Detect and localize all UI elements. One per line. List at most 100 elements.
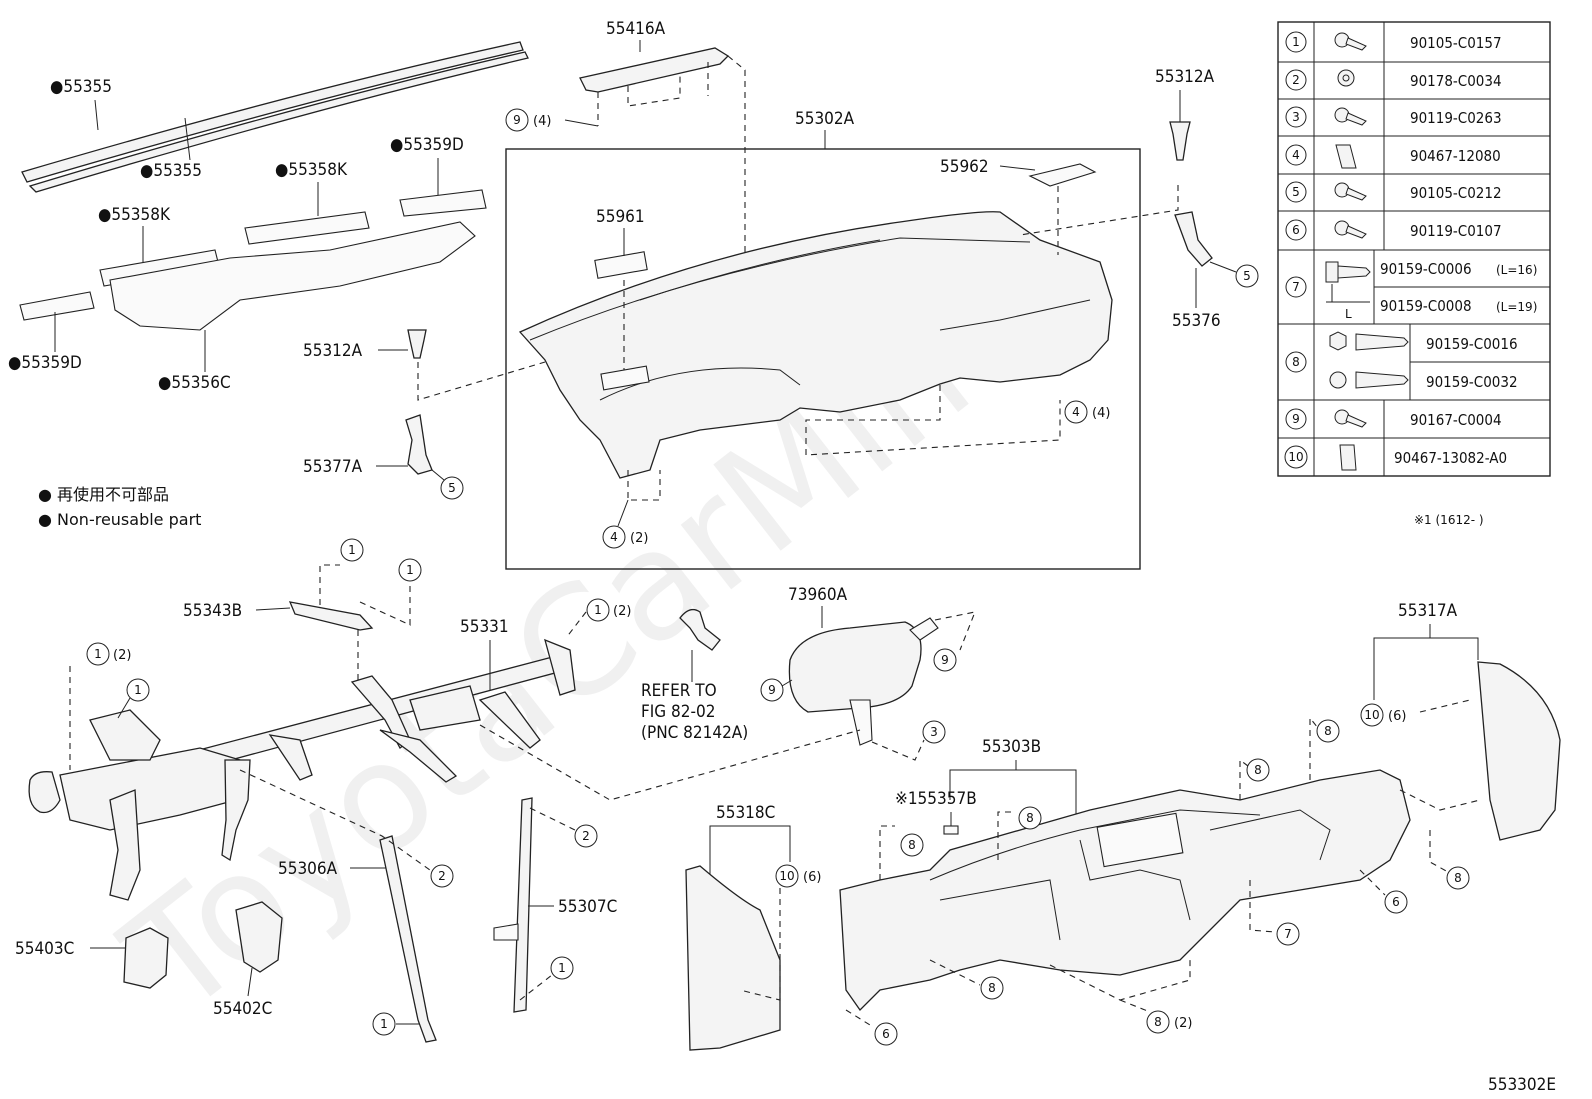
table-part-1: 90105-C0157 (1410, 34, 1502, 52)
table-row-no-10: 10 (1288, 450, 1303, 464)
part-label-55403c: 55403C (15, 939, 74, 959)
part-label-55359d-b: ●55359D (8, 353, 82, 373)
refer-line-2: FIG 82-02 (641, 702, 715, 722)
dash-panel-drawing (518, 163, 1113, 479)
table-part-5: 90105-C0212 (1410, 184, 1502, 202)
bolt-icon (1325, 32, 1409, 471)
callout-1-c-qty: (2) (113, 648, 131, 663)
brace-55306a-drawing (379, 835, 437, 1043)
table-row-no-4: 4 (1292, 148, 1300, 162)
callout-4-right-qty: (4) (1092, 406, 1110, 421)
bracket-55376-drawing (1174, 211, 1213, 267)
table-row-no-3: 3 (1292, 110, 1300, 124)
part-label-55962: 55962 (940, 157, 989, 177)
part-label-55343b: 55343B (183, 601, 242, 621)
part-label-55312a-right: 55312A (1155, 67, 1215, 87)
part-label-55402c: 55402C (213, 999, 272, 1019)
table-row-no-1: 1 (1292, 35, 1300, 49)
callout-4-bottom-qty: (2) (630, 531, 648, 546)
callout-10-right: 10 (1364, 708, 1379, 722)
callout-1-c: 1 (94, 647, 102, 661)
roof-strip-drawing (21, 41, 529, 193)
center-bracket-55303b-drawing (839, 769, 1411, 1012)
callout-1-e: 1 (134, 683, 142, 697)
callout-5-left: 5 (448, 481, 456, 495)
table-part-2: 90178-C0034 (1410, 72, 1502, 90)
refer-line-1: REFER TO (641, 681, 717, 701)
table-part-10: 90467-13082-A0 (1394, 449, 1507, 467)
part-label-55416a: 55416A (606, 19, 666, 39)
callout-1-d-qty: (2) (613, 604, 631, 619)
side-cover-55318c-drawing (685, 865, 781, 1051)
callout-1-d: 1 (594, 603, 602, 617)
callout-8-b: 8 (1026, 811, 1034, 825)
callout-7: 7 (1284, 927, 1292, 941)
callout-4-right: 4 (1072, 405, 1080, 419)
table-part-7a: 90159-C0006 (1380, 260, 1472, 278)
part-label-55312a-left: 55312A (303, 341, 363, 361)
table-row-no-9: 9 (1292, 412, 1300, 426)
bracket-55403c-drawing (123, 927, 169, 989)
callout-10-right-qty: (6) (1388, 709, 1406, 724)
side-cover-55317a-drawing (1477, 661, 1561, 841)
callout-1-f: 1 (558, 961, 566, 975)
table-row-no-6: 6 (1292, 223, 1300, 237)
fastener-table (1277, 21, 1551, 477)
part-label-55355-b: ●55355 (140, 161, 202, 181)
refer-line-3: (PNC 82142A) (641, 723, 748, 743)
callout-1-a: 1 (348, 543, 356, 557)
table-part-8a: 90159-C0016 (1426, 335, 1518, 353)
callout-4-bottom: 4 (610, 530, 618, 544)
callout-9-top-qty: (4) (533, 114, 551, 129)
part-label-55318c: 55318C (716, 803, 775, 823)
part-label-55359d-a: ●55359D (390, 135, 464, 155)
callout-8-d: 8 (1324, 724, 1332, 738)
legend-jp: ● 再使用不可部品 (38, 485, 169, 504)
callout-3: 3 (930, 725, 938, 739)
callout-8-a: 8 (908, 838, 916, 852)
callout-1-b: 1 (406, 563, 414, 577)
callout-6-bottom: 6 (882, 1027, 890, 1041)
table-row-no-7: 7 (1292, 280, 1300, 294)
table-row-no-2: 2 (1292, 73, 1300, 87)
part-label-55303b: 55303B (982, 737, 1041, 757)
part-label-55306a: 55306A (278, 859, 338, 879)
airbag-73960a-drawing (788, 617, 939, 746)
table-row-no-8: 8 (1292, 355, 1300, 369)
note-mark: ※1 (1612- ) (1414, 513, 1484, 527)
reinforcement-55331-drawing (28, 638, 576, 901)
part-label-55356c: ●55356C (158, 373, 231, 393)
part-label-55376: 55376 (1172, 311, 1221, 331)
table-len-7b: (L=19) (1496, 300, 1537, 314)
callout-8-f: 8 (1454, 871, 1462, 885)
callout-10-mid-qty: (6) (803, 870, 821, 885)
part-label-55961: 55961 (596, 207, 645, 227)
callout-9-top: 9 (513, 113, 521, 127)
retainer-55416a-drawing (579, 47, 730, 93)
callout-8-g-qty: (2) (1174, 1016, 1192, 1031)
clip-55312a-right-drawing (1169, 121, 1191, 161)
part-label-55317a: 55317A (1398, 601, 1458, 621)
callout-2-b: 2 (582, 829, 590, 843)
bracket-55377a-drawing (405, 414, 433, 475)
table-part-9: 90167-C0004 (1410, 411, 1502, 429)
table-len-7a: (L=16) (1496, 263, 1537, 277)
figure-code: 553302E (1488, 1075, 1556, 1095)
callout-8-g: 8 (1154, 1015, 1162, 1029)
table-part-8b: 90159-C0032 (1426, 373, 1518, 391)
part-label-55377a: 55377A (303, 457, 363, 477)
callout-8-e: 8 (988, 981, 996, 995)
callout-1-g: 1 (380, 1017, 388, 1031)
insulator-pads-drawing (19, 189, 487, 331)
table-dim-l: L (1345, 307, 1352, 321)
table-part-3: 90119-C0263 (1410, 109, 1502, 127)
legend-en: ● Non-reusable part (38, 510, 201, 529)
part-label-55302a: 55302A (795, 109, 855, 129)
part-label-73960a: 73960A (788, 585, 848, 605)
part-label-55331: 55331 (460, 617, 509, 637)
table-part-4: 90467-12080 (1410, 147, 1501, 165)
callout-5-right: 5 (1243, 269, 1251, 283)
callout-6-right: 6 (1392, 895, 1400, 909)
callout-8-c: 8 (1254, 763, 1262, 777)
